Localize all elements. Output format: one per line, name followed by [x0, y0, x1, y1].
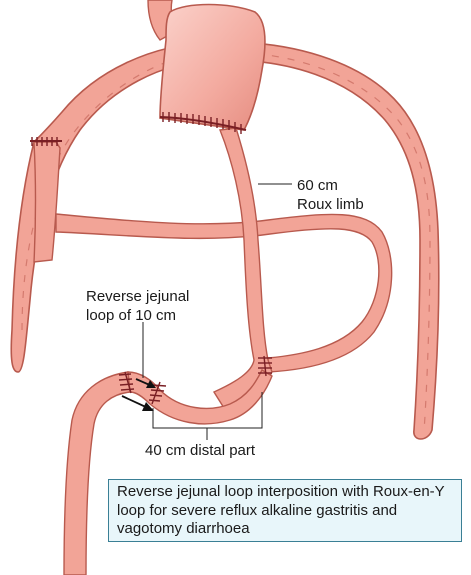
flow-arrow-lower — [121, 395, 154, 411]
colon — [10, 41, 440, 440]
reverse-loop-label: Reverse jejunal loop of 10 cm — [86, 287, 189, 325]
loop-sutures-middle — [148, 381, 167, 405]
distal-bracket — [152, 392, 263, 440]
small-bowel-loop — [55, 213, 393, 373]
colon-stump — [30, 137, 62, 263]
flow-arrow-upper — [135, 378, 156, 388]
distal-part-label: 40 cm distal part — [145, 442, 256, 459]
reverse-loop-label-line1: Reverse jejunal — [86, 288, 190, 305]
gastric-anastomosis-sutures — [159, 112, 247, 134]
reverse-loop-label-line2: loop of 10 cm — [86, 307, 177, 324]
roux-limb — [212, 127, 273, 409]
roux-limb-name: Roux limb — [297, 196, 364, 213]
roux-limb-label: 60 cm Roux limb — [297, 176, 364, 214]
gastric-remnant — [159, 3, 266, 131]
distal-jejunum — [63, 369, 273, 575]
loop-sutures-left — [118, 371, 135, 394]
roux-limb-length: 60 cm — [297, 177, 338, 194]
figure-caption: Reverse jejunal loop interposition with … — [108, 479, 462, 542]
loop-sutures-right — [258, 355, 272, 377]
